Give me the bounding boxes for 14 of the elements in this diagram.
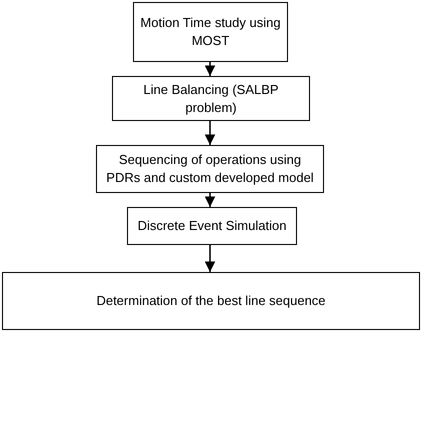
arrow <box>204 193 216 207</box>
box-text: Determination of the best line sequence <box>96 292 326 310</box>
process-box <box>133 2 288 62</box>
arrow <box>204 121 216 145</box>
box-text: Motion Time study using MOST <box>139 14 282 50</box>
process-box <box>2 272 420 330</box>
arrow <box>204 245 216 272</box>
box-text: Sequencing of operations using PDRs and custom developed model <box>105 151 315 187</box>
process-box <box>112 76 310 121</box>
arrow <box>204 62 216 76</box>
box-text: Line Balancing (SALBP problem) <box>142 80 280 116</box>
process-box <box>127 207 297 245</box>
box-text: Discrete Event Simulation <box>138 217 286 235</box>
process-box <box>96 145 324 193</box>
